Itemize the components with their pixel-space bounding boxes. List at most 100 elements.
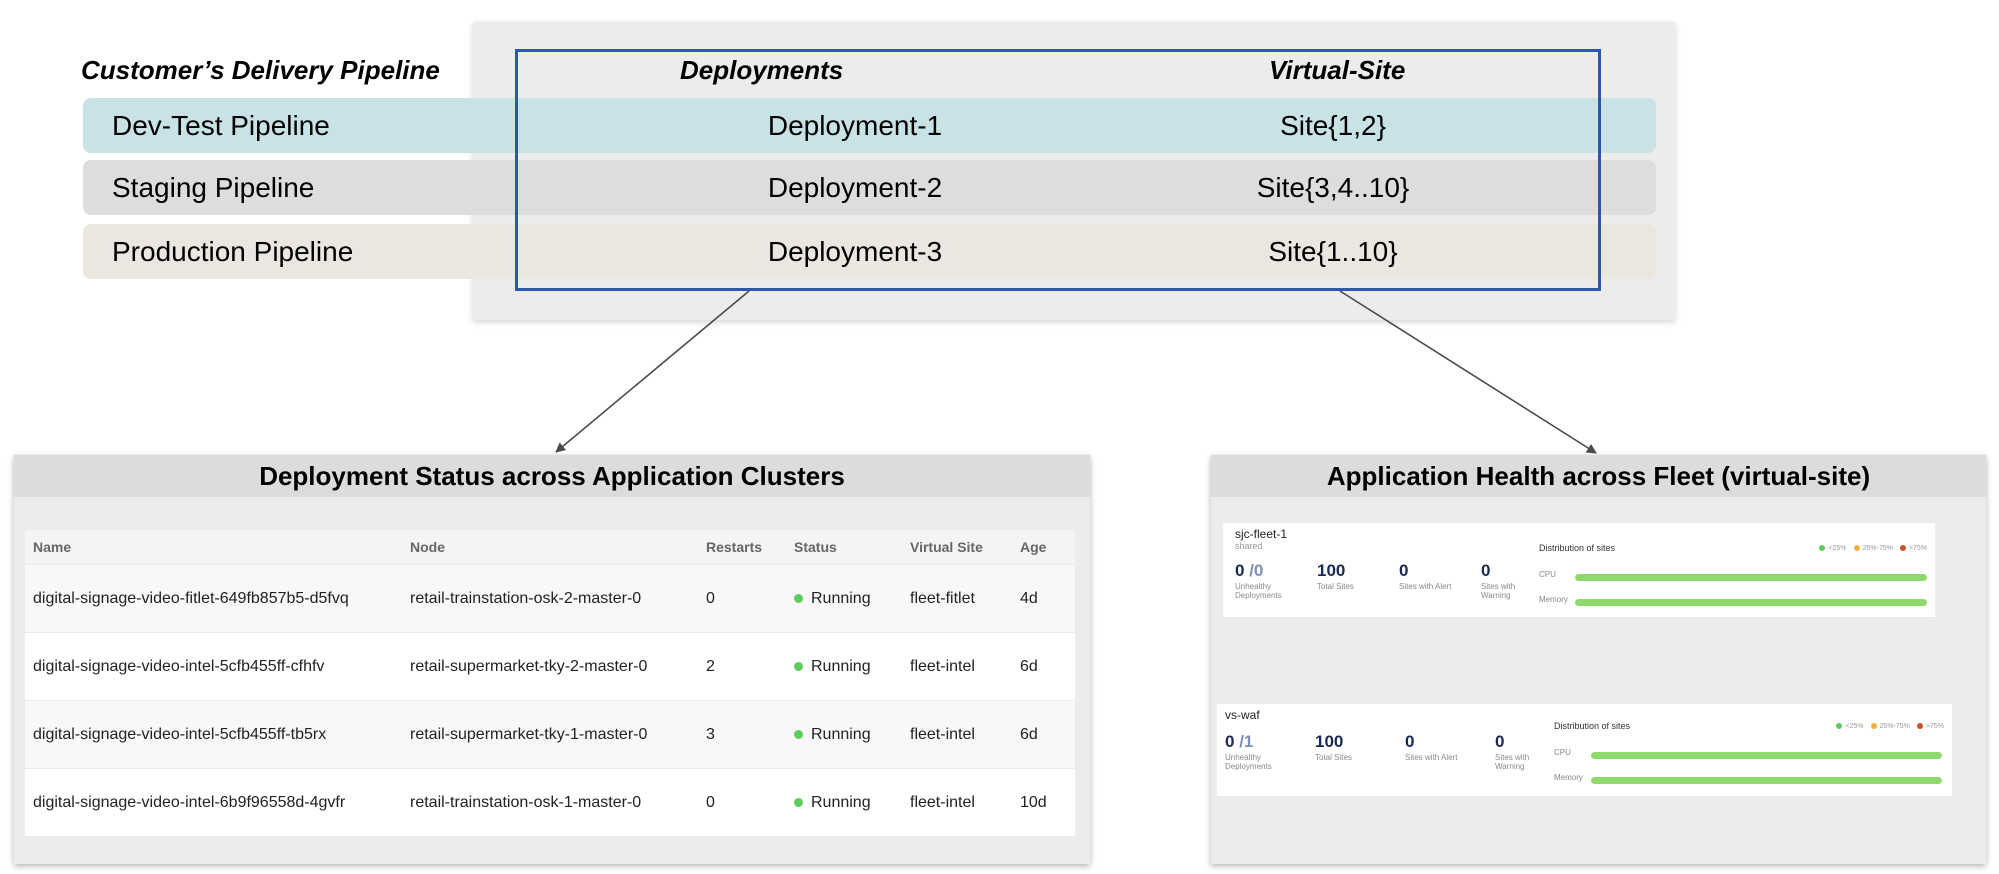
metric-value: 0 xyxy=(1495,732,1505,751)
metric-total-sites: 100 Total Sites xyxy=(1315,732,1385,762)
metric-label: Total Sites xyxy=(1315,753,1352,762)
cell-name: digital-signage-video-fitlet-649fb857b5-… xyxy=(33,589,349,607)
status-dot-icon xyxy=(794,798,803,807)
cell-status: Running xyxy=(788,658,904,676)
metric-value: 0 xyxy=(1399,561,1409,580)
distribution-title: Distribution of sites xyxy=(1539,543,1616,553)
metric-label: Unhealthy Deployments xyxy=(1225,753,1272,771)
bar-fill xyxy=(1591,777,1942,784)
cpu-distribution-bar xyxy=(1591,752,1942,759)
metric-sites-with-alert: 0 Sites with Alert xyxy=(1399,561,1469,591)
column-header-status[interactable]: Status xyxy=(794,539,837,555)
application-health-title: Application Health across Fleet (virtual… xyxy=(1211,455,1986,497)
cell-virtual-site: fleet-fitlet xyxy=(910,589,975,607)
cell-status: Running xyxy=(788,726,904,744)
deployment-name: Deployment-2 xyxy=(767,172,943,203)
column-header-node[interactable]: Node xyxy=(410,539,445,555)
virtual-site-name: Site{1..10} xyxy=(1268,236,1398,267)
metric-value: 0 xyxy=(1481,561,1491,580)
metric-value: 0 xyxy=(1225,732,1235,751)
legend-dot-icon xyxy=(1819,545,1826,552)
table-row[interactable]: digital-signage-video-fitlet-649fb857b5-… xyxy=(25,564,1075,632)
metric-label: Unhealthy Deployments xyxy=(1235,582,1282,600)
legend-item-high: >75% xyxy=(1899,545,1927,552)
fleet-card-sjc-fleet-1[interactable]: sjc-fleet-1 shared 0 /0 Unhealthy Deploy… xyxy=(1223,523,1935,617)
column-header-name[interactable]: Name xyxy=(33,539,72,555)
metric-label: Total Sites xyxy=(1317,582,1354,591)
cell-node: retail-supermarket-tky-1-master-0 xyxy=(410,725,648,743)
pipeline-name: Staging Pipeline xyxy=(112,172,315,203)
cell-name: digital-signage-video-intel-5cfb455ff-cf… xyxy=(33,657,325,675)
legend-item-low: <25% xyxy=(1819,545,1847,552)
deployment-site-highlight-box xyxy=(515,49,1601,291)
cell-age: 10d xyxy=(1020,793,1047,811)
cell-restarts: 3 xyxy=(706,725,715,743)
cpu-distribution-bar xyxy=(1575,574,1927,581)
cell-name: digital-signage-video-intel-6b9f96558d-4… xyxy=(33,793,346,811)
status-dot-icon xyxy=(794,662,803,671)
memory-label: Memory xyxy=(1539,595,1568,604)
cell-restarts: 2 xyxy=(706,657,715,675)
metric-value: 100 xyxy=(1315,732,1344,751)
cpu-label: CPU xyxy=(1554,748,1571,757)
table-header: Name Node Restarts Status Virtual Site A… xyxy=(25,530,1075,564)
metric-value: 0 xyxy=(1235,561,1245,580)
table-row[interactable]: digital-signage-video-intel-6b9f96558d-4… xyxy=(25,768,1075,836)
metric-sites-with-warning: 0 Sites with Warning xyxy=(1481,561,1531,600)
table-row[interactable]: digital-signage-video-intel-5cfb455ff-cf… xyxy=(25,632,1075,700)
pipeline-row-dev-test: Dev-Test Pipeline Deployment-1 Site{1,2} xyxy=(83,98,1656,153)
table-body: digital-signage-video-fitlet-649fb857b5-… xyxy=(25,564,1075,836)
metric-value-total: /1 xyxy=(1239,732,1254,751)
cell-age: 6d xyxy=(1020,725,1038,743)
memory-distribution-bar xyxy=(1575,599,1927,606)
fleet-name[interactable]: vs-waf xyxy=(1225,708,1260,722)
status-dot-icon xyxy=(794,594,803,603)
cell-node: retail-trainstation-osk-1-master-0 xyxy=(410,793,642,811)
metric-unhealthy-deployments: 0 /0 Unhealthy Deployments xyxy=(1235,561,1305,600)
bar-fill xyxy=(1575,599,1927,606)
fleet-name[interactable]: sjc-fleet-1 xyxy=(1235,527,1288,541)
legend-item-mid: 25%-75% xyxy=(1870,723,1910,730)
deployments-header: Deployments xyxy=(680,55,844,85)
cell-node: retail-trainstation-osk-2-master-0 xyxy=(410,589,642,607)
metric-value-total: /0 xyxy=(1249,561,1264,580)
deployment-name: Deployment-3 xyxy=(767,236,943,267)
metric-sites-with-alert: 0 Sites with Alert xyxy=(1405,732,1475,762)
deployment-table: Name Node Restarts Status Virtual Site A… xyxy=(25,530,1075,836)
cell-restarts: 0 xyxy=(706,793,715,811)
distribution-legend: <25% 25%-75% >75% xyxy=(1836,723,1944,730)
fleet-card-vs-waf[interactable]: vs-waf 0 /1 Unhealthy Deployments 100 To… xyxy=(1217,704,1952,796)
metric-label: Sites with Warning xyxy=(1481,582,1516,600)
deployment-name: Deployment-1 xyxy=(767,110,943,141)
cell-age: 4d xyxy=(1020,589,1038,607)
cell-status: Running xyxy=(788,794,904,812)
application-health-panel: Application Health across Fleet (virtual… xyxy=(1211,455,1986,864)
metric-value: 100 xyxy=(1317,561,1346,580)
pipeline-name: Dev-Test Pipeline xyxy=(112,110,330,141)
virtual-site-name: Site{1,2} xyxy=(1280,110,1386,141)
pipeline-row-production: Production Pipeline Deployment-3 Site{1.… xyxy=(83,224,1656,279)
metric-label: Sites with Alert xyxy=(1405,753,1458,762)
metric-unhealthy-deployments: 0 /1 Unhealthy Deployments xyxy=(1225,732,1295,771)
pipeline-name: Production Pipeline xyxy=(112,236,354,267)
status-dot-icon xyxy=(794,730,803,739)
column-header-virtual-site[interactable]: Virtual Site xyxy=(910,539,983,555)
cell-restarts: 0 xyxy=(706,589,715,607)
bar-fill xyxy=(1591,752,1942,759)
distribution-legend: <25% 25%-75% >75% xyxy=(1819,545,1927,552)
bar-fill xyxy=(1575,574,1927,581)
status-text: Running xyxy=(811,725,871,743)
fleet-subtitle: shared xyxy=(1235,541,1263,551)
metric-total-sites: 100 Total Sites xyxy=(1317,561,1387,591)
column-header-age[interactable]: Age xyxy=(1020,539,1047,555)
table-row[interactable]: digital-signage-video-intel-5cfb455ff-tb… xyxy=(25,700,1075,768)
status-text: Running xyxy=(811,793,871,811)
metric-sites-with-warning: 0 Sites with Warning xyxy=(1495,732,1545,771)
pipeline-row-staging: Staging Pipeline Deployment-2 Site{3,4..… xyxy=(83,160,1656,215)
virtual-site-header: Virtual-Site xyxy=(1269,55,1406,85)
deployment-status-title: Deployment Status across Application Clu… xyxy=(14,455,1090,497)
column-header-restarts[interactable]: Restarts xyxy=(706,539,763,555)
legend-dot-icon xyxy=(1899,545,1906,552)
metric-label: Sites with Warning xyxy=(1495,753,1530,771)
virtual-site-name: Site{3,4..10} xyxy=(1256,172,1410,203)
